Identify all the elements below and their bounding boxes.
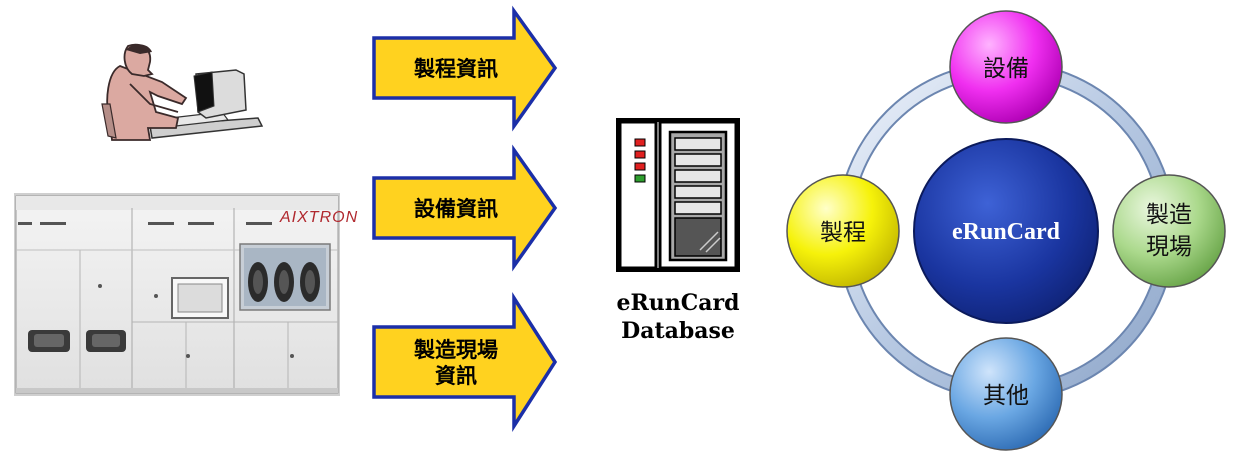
node-equipment-label: 設備 <box>983 56 1029 82</box>
node-other <box>949 337 1063 451</box>
equipment-machine-illustration: AIXTRON <box>14 193 358 396</box>
site-info-arrow <box>372 292 558 432</box>
equipment-info-arrow <box>372 144 558 272</box>
node-other-label: 其他 <box>983 383 1029 409</box>
node-equipment <box>949 10 1063 124</box>
site-info-label: 製造現場 <box>413 337 498 362</box>
machine-brand-text: AIXTRON <box>279 209 358 226</box>
node-process-label: 製程 <box>820 220 866 246</box>
process-info-label: 製程資訊 <box>413 56 498 81</box>
input-arrows: 製程資訊 設備資訊 製造現場 資訊 <box>372 5 558 432</box>
center-node <box>913 138 1099 324</box>
node-manufacturing-site <box>1112 174 1226 288</box>
ring-diagram: eRunCard 設備 製造 現場 其他 製程 <box>786 10 1226 451</box>
node-process <box>786 174 900 288</box>
site-info-label-line2: 資訊 <box>435 363 477 388</box>
database-server-icon <box>616 118 740 272</box>
process-info-arrow <box>372 5 558 132</box>
database-label-line1: eRunCard <box>616 290 739 316</box>
operator-at-computer-illustration <box>101 43 264 141</box>
database-label-line2: Database <box>621 318 735 344</box>
node-manufacturing-site-label-line2: 現場 <box>1146 234 1192 260</box>
node-manufacturing-site-label-line1: 製造 <box>1146 202 1192 228</box>
equipment-info-label: 設備資訊 <box>414 196 498 221</box>
center-node-label: eRunCard <box>952 219 1061 245</box>
